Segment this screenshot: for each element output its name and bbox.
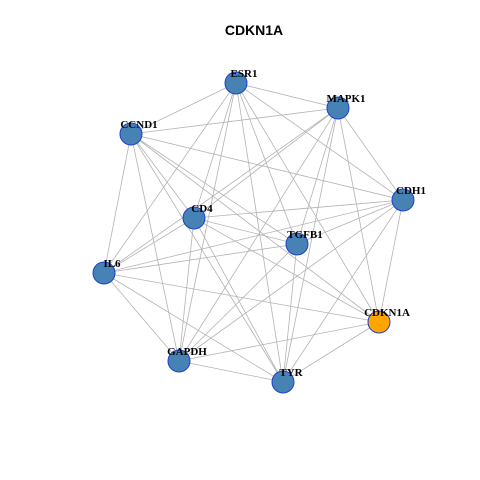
edge-tgfb1-gapdh xyxy=(178,243,298,362)
node-label-tyr: TYR xyxy=(279,367,303,379)
edge-mapk1-il6 xyxy=(103,107,339,274)
edge-esr1-il6 xyxy=(103,82,237,274)
edge-mapk1-tgfb1 xyxy=(296,107,339,245)
edge-mapk1-cdkn1a xyxy=(337,107,380,323)
edge-mapk1-ccnd1 xyxy=(130,107,339,135)
edge-esr1-cdh1 xyxy=(235,82,404,201)
edge-cd4-tgfb1 xyxy=(193,217,298,245)
node-label-il6: IL6 xyxy=(103,258,121,270)
edge-mapk1-cd4 xyxy=(193,107,339,219)
node-label-ccnd1: CCND1 xyxy=(120,119,157,131)
edge-ccnd1-tgfb1 xyxy=(130,133,298,245)
edge-tgfb1-il6 xyxy=(103,243,298,274)
node-label-gapdh: GAPDH xyxy=(167,346,207,358)
node-mapk1 xyxy=(326,96,350,120)
edge-mapk1-cdh1 xyxy=(337,107,404,201)
edge-mapk1-tyr xyxy=(282,107,339,383)
edge-cdh1-tyr xyxy=(282,199,404,383)
node-il6 xyxy=(92,261,116,285)
edge-esr1-gapdh xyxy=(178,82,237,362)
node-gapdh xyxy=(167,349,191,373)
node-esr1 xyxy=(224,71,248,95)
edge-cdh1-il6 xyxy=(103,199,404,274)
edge-esr1-mapk1 xyxy=(235,82,339,109)
edge-cdh1-cd4 xyxy=(193,199,404,219)
edge-esr1-cdkn1a xyxy=(235,82,380,323)
edge-ccnd1-cdh1 xyxy=(130,133,404,201)
diagram-title: CDKN1A xyxy=(225,22,283,38)
edge-il6-cdkn1a xyxy=(103,272,380,323)
edge-cd4-il6 xyxy=(103,217,195,274)
edge-il6-tyr xyxy=(103,272,284,383)
edge-ccnd1-gapdh xyxy=(130,133,180,362)
edge-cd4-cdkn1a xyxy=(193,217,380,323)
node-cdh1 xyxy=(391,188,415,212)
node-tyr xyxy=(271,370,295,394)
edge-esr1-ccnd1 xyxy=(130,82,237,135)
node-label-cd4: CD4 xyxy=(191,203,213,215)
node-label-esr1: ESR1 xyxy=(231,68,258,80)
edge-ccnd1-il6 xyxy=(103,133,132,274)
edge-ccnd1-tyr xyxy=(130,133,284,383)
edge-cdh1-tgfb1 xyxy=(296,199,404,245)
node-label-tgfb1: TGFB1 xyxy=(287,229,322,241)
node-label-mapk1: MAPK1 xyxy=(326,93,365,105)
edge-cdh1-gapdh xyxy=(178,199,404,362)
node-cdkn1a xyxy=(367,310,391,334)
edge-ccnd1-cd4 xyxy=(130,133,195,219)
node-label-cdkn1a: CDKN1A xyxy=(364,307,410,319)
edge-cdkn1a-gapdh xyxy=(178,321,380,362)
edge-esr1-cd4 xyxy=(193,82,237,219)
node-ccnd1 xyxy=(119,122,143,146)
edge-il6-gapdh xyxy=(103,272,180,362)
edge-cd4-gapdh xyxy=(178,217,195,362)
edge-layer xyxy=(103,82,404,383)
edge-cdh1-cdkn1a xyxy=(378,199,404,323)
edge-ccnd1-cdkn1a xyxy=(130,133,380,323)
node-label-cdh1: CDH1 xyxy=(396,185,426,197)
edge-gapdh-tyr xyxy=(178,360,284,383)
node-tgfb1 xyxy=(285,232,309,256)
edge-tgfb1-tyr xyxy=(282,243,298,383)
node-layer xyxy=(92,71,415,394)
node-cd4 xyxy=(182,206,206,230)
edge-cdkn1a-tyr xyxy=(282,321,380,383)
edge-cd4-tyr xyxy=(193,217,284,383)
edge-esr1-tgfb1 xyxy=(235,82,298,245)
